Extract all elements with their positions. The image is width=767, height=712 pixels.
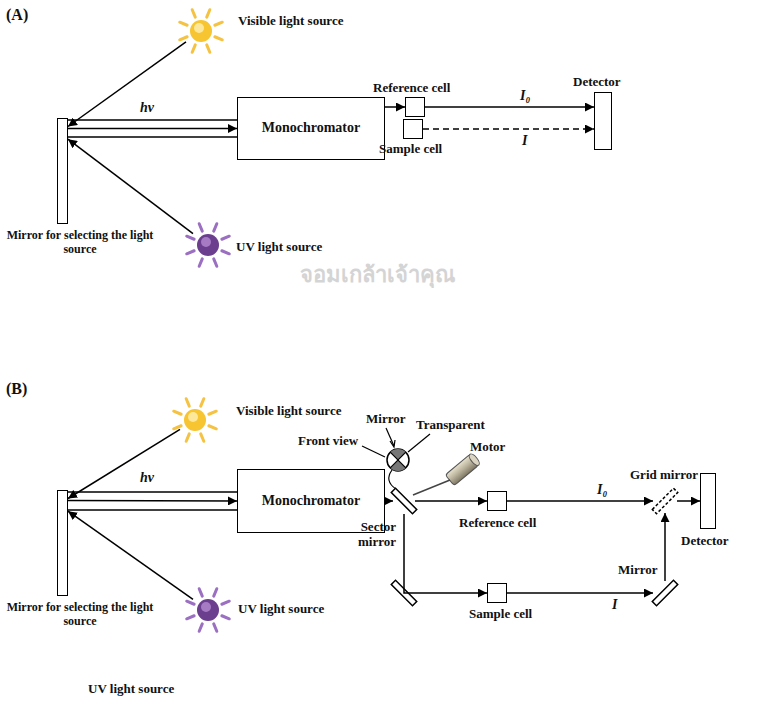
part-label: Visible light source bbox=[238, 14, 343, 29]
light-ray bbox=[385, 500, 393, 502]
light-ray bbox=[68, 128, 237, 130]
light-ray bbox=[677, 500, 700, 502]
shape bbox=[193, 230, 223, 260]
part-label: Detector bbox=[681, 534, 729, 549]
light-ray bbox=[68, 511, 193, 599]
part-label: Mirror for selecting the light source bbox=[5, 229, 155, 257]
part-label: UV light source bbox=[88, 682, 174, 697]
part-label: Mirror for selecting the light source bbox=[5, 601, 155, 629]
shape bbox=[393, 488, 415, 514]
mirror-symbol: Mirror bbox=[653, 581, 677, 605]
light-ray bbox=[68, 500, 237, 502]
part-label: UV light source bbox=[238, 602, 324, 617]
light-source: Visible light source bbox=[180, 405, 210, 435]
part-label: Mirror bbox=[366, 412, 405, 427]
panel-letter: (B) bbox=[6, 380, 27, 398]
light-ray bbox=[664, 513, 666, 581]
selector-mirror: Mirror for selecting the light source bbox=[57, 118, 68, 224]
ray-label: hν bbox=[138, 100, 156, 116]
light-source: Visible light source bbox=[186, 16, 216, 46]
monochromator-box: Monochromator bbox=[237, 97, 385, 160]
part-label: Sector mirror bbox=[338, 520, 396, 550]
light-source: UV light source bbox=[193, 230, 223, 260]
light-ray bbox=[68, 139, 193, 234]
ray-label: I₀ bbox=[595, 482, 609, 498]
light-ray bbox=[68, 42, 186, 127]
part-label: Mirror bbox=[618, 563, 657, 578]
part-label: Visible light source bbox=[236, 404, 341, 419]
detector-box: Detector bbox=[700, 473, 716, 529]
motor-symbol bbox=[445, 452, 481, 485]
light-ray bbox=[415, 500, 487, 502]
shape bbox=[180, 405, 210, 435]
grid-mirror: Grid mirror bbox=[653, 489, 677, 513]
light-source: UV light source bbox=[193, 595, 223, 625]
part-label: Reference cell bbox=[459, 516, 536, 531]
shape bbox=[653, 581, 677, 605]
panel-letter: (A) bbox=[6, 6, 28, 24]
part-label: Detector bbox=[573, 75, 621, 90]
shape bbox=[653, 489, 677, 513]
light-ray bbox=[385, 106, 405, 108]
cell-box: Reference cell bbox=[487, 491, 507, 511]
part-label: Transparent bbox=[416, 418, 485, 433]
part-label: Reference cell bbox=[373, 81, 450, 96]
shape bbox=[186, 16, 216, 46]
part-label: UV light source bbox=[236, 240, 322, 255]
light-ray bbox=[68, 429, 180, 498]
ray-label: I bbox=[610, 597, 619, 613]
shape bbox=[193, 595, 223, 625]
light-ray bbox=[423, 128, 594, 130]
motor-shaft bbox=[413, 480, 450, 495]
part-label: Sample cell bbox=[469, 607, 532, 622]
sector-mirror: Sector mirror bbox=[393, 488, 415, 514]
light-ray bbox=[425, 106, 594, 108]
ray-label: I bbox=[520, 133, 529, 149]
box-title: Monochromator bbox=[238, 98, 384, 159]
watermark: จอมเกล้าเจ้าคุณ bbox=[300, 262, 455, 287]
part-label: Front view bbox=[298, 434, 358, 449]
cell-box: Sample cell bbox=[487, 583, 507, 603]
cell-box: Reference cell bbox=[405, 97, 425, 117]
light-ray bbox=[507, 500, 653, 502]
part-label: Grid mirror bbox=[630, 468, 698, 483]
part-label: Motor bbox=[470, 440, 505, 455]
detector-box: Detector bbox=[594, 92, 612, 150]
front-view-symbol bbox=[387, 449, 409, 489]
ray-label: I₀ bbox=[518, 88, 532, 104]
ray-label: hν bbox=[138, 470, 156, 486]
selector-mirror: Mirror for selecting the light source bbox=[57, 490, 68, 596]
part-label: Sample cell bbox=[379, 142, 442, 157]
parallel-ray bbox=[68, 120, 237, 510]
light-ray bbox=[507, 592, 653, 594]
cell-box: Sample cell bbox=[403, 119, 423, 139]
leader-line bbox=[362, 428, 430, 457]
